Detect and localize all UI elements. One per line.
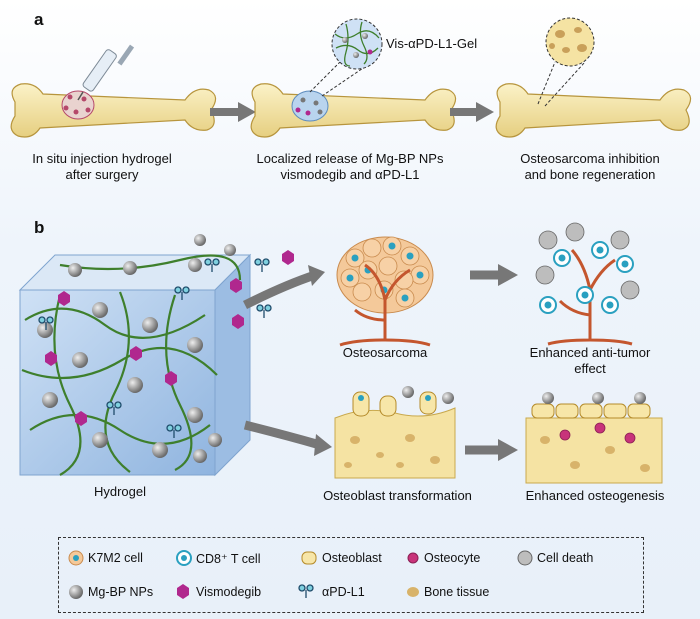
osteogenesis-tissue [525,392,663,484]
osteoblast-transformation-label: Osteoblast transformation [323,488,472,503]
osteogenesis-label: Enhanced osteogenesis [525,488,665,503]
antitumor-line2: effect [574,361,606,376]
legend-label-osteoblast: Osteoblast [322,551,382,565]
step-2-line2: vismodegib and αPD-L1 [280,167,420,182]
hydrogel-cube [18,253,252,477]
step-arrow-2-head [476,102,494,122]
legend-label-death: Cell death [537,551,594,565]
panel-b-letter: b [34,218,45,237]
step-3-line2: and bone regeneration [524,167,656,182]
arrow-antitumor-head [498,264,518,286]
legend-label-cd8: CD8⁺ T cell [196,552,261,566]
osteosarcoma-cluster [336,236,434,347]
step-1-line2: after surgery [65,167,139,182]
release-arrow-upper-head [308,265,325,286]
legend-box [58,537,644,613]
antitumor-caption: Enhanced anti-tumor effect [510,345,670,377]
step-1-caption: In situ injection hydrogel after surgery [2,151,202,183]
step-arrow-1-head [238,102,256,122]
osteosarcoma-label: Osteosarcoma [342,345,428,360]
osteoblast-tissue [334,386,456,479]
gel-zoom-circle [309,18,383,97]
legend-label-osteocyte: Osteocyte [424,551,481,565]
legend-label-mgbp: Mg-BP NPs [88,585,154,599]
released-particles [193,234,294,463]
arrow-osteogenesis-head [498,439,518,461]
bone-2 [250,83,457,138]
step-3-line1: Osteosarcoma inhibition [520,151,660,166]
bone-1 [10,83,217,138]
syringe-icon [77,44,135,101]
panel-a-letter: a [34,10,44,29]
legend-label-k7m2: K7M2 cell [88,551,143,565]
antitumor-scene [535,222,640,346]
step-3-caption: Osteosarcoma inhibition and bone regener… [490,151,690,183]
legend-icons [68,550,533,599]
legend-label-apdl1: αPD-L1 [322,585,365,599]
release-arrow-lower-head [314,434,332,456]
legend-label-bone: Bone tissue [424,585,490,599]
bone-zoom-circle [537,17,595,107]
release-arrow-lower [243,420,322,450]
hydrogel-label: Hydrogel [93,484,147,499]
bone-3 [495,83,692,138]
antitumor-line1: Enhanced anti-tumor [529,345,651,360]
step-1-line1: In situ injection hydrogel [32,151,172,166]
step-2-caption: Localized release of Mg-BP NPs vismodegi… [240,151,460,183]
release-arrow-upper [242,270,317,310]
step-2-line1: Localized release of Mg-BP NPs [256,151,444,166]
gel-name-label: Vis-αPD-L1-Gel [386,36,478,51]
legend-label-vismo: Vismodegib [196,585,262,599]
